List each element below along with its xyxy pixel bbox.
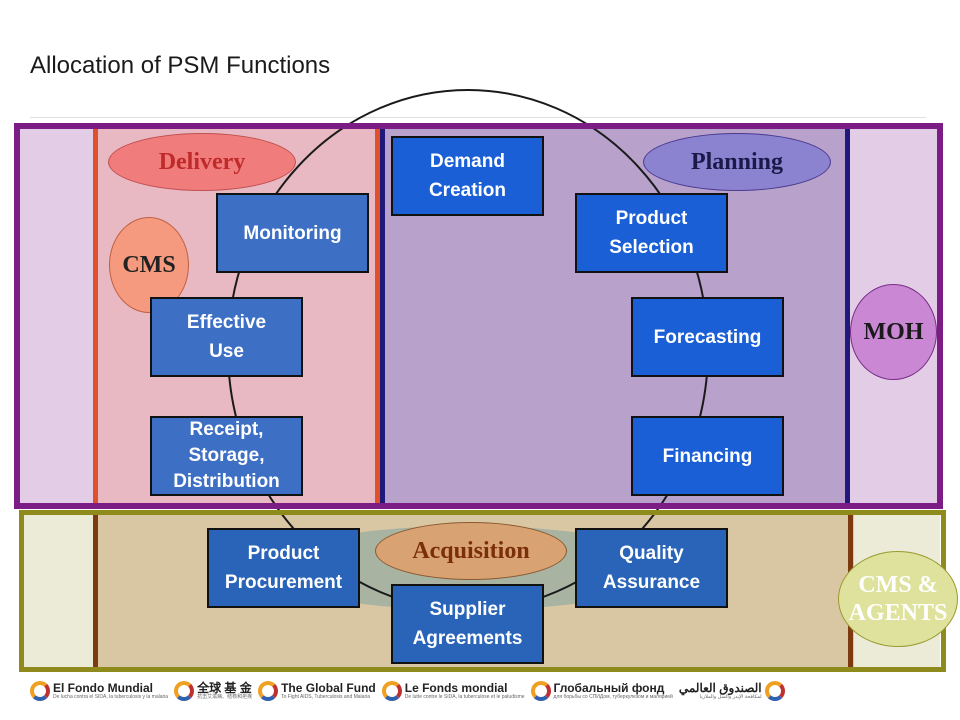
global-fund-mark-icon <box>30 681 50 701</box>
planning-label: Planning <box>643 133 831 191</box>
cms-agents-label: CMS & AGENTS <box>838 551 958 647</box>
quality-assurance-box: Quality Assurance <box>575 528 728 608</box>
logo-name: 全球 基 金 <box>197 680 252 695</box>
delivery-left-divider <box>93 126 98 506</box>
delivery-label: Delivery <box>108 133 296 191</box>
demand-creation-box: Demand Creation <box>391 136 544 216</box>
acquisition-left-divider <box>93 515 98 667</box>
logo-subtitle: De lucha contra el SIDA, la tuberculosis… <box>53 693 169 700</box>
supplier-agreements-box: Supplier Agreements <box>391 584 544 664</box>
logo-chinese: 全球 基 金抗击艾滋病、结核和疟疾 <box>174 677 252 705</box>
global-fund-mark-icon <box>764 681 785 701</box>
moh-label: MOH <box>850 284 937 380</box>
logo-subtitle: 抗击艾滋病、结核和疟疾 <box>197 693 253 700</box>
product-procurement-box: Product Procurement <box>207 528 360 608</box>
global-fund-mark-icon <box>258 681 279 701</box>
logo-name: Глобальный фонд <box>553 680 665 695</box>
product-selection-box: Product Selection <box>575 193 728 273</box>
forecasting-box: Forecasting <box>631 297 784 377</box>
global-fund-mark-icon <box>174 681 195 701</box>
logo-subtitle: لمكافحة الإيدز والسل والملاريا <box>699 693 762 700</box>
logo-subtitle: To Fight AIDS, Tuberculosis and Malaria <box>281 693 371 700</box>
receipt-storage-distribution-box: Receipt, Storage, Distribution <box>150 416 303 496</box>
page-title: Allocation of PSM Functions <box>30 52 331 79</box>
global-fund-mark-icon <box>381 681 402 701</box>
planning-right-divider <box>845 126 850 506</box>
logo-subtitle: De lutte contre le SIDA, la tuberculose … <box>404 693 525 700</box>
logo-name: El Fondo Mundial <box>53 680 153 695</box>
moh-frame <box>14 123 943 509</box>
delivery-right-divider <box>375 126 380 506</box>
logo-name: الصندوق العالمي <box>678 680 762 695</box>
logo-subtitle: для борьбы со СПИДом, туберкулезом и мал… <box>553 693 673 700</box>
effective-use-box: Effective Use <box>150 297 303 377</box>
acquisition-label: Acquisition <box>375 522 567 580</box>
agents-zone-left <box>24 515 96 667</box>
planning-left-divider <box>380 126 385 506</box>
moh-zone-left <box>18 126 96 506</box>
title-divider <box>30 117 926 118</box>
financing-box: Financing <box>631 416 784 496</box>
logo-name: Le Fonds mondial <box>404 680 508 695</box>
monitoring-box: Monitoring <box>216 193 369 273</box>
global-fund-mark-icon <box>530 681 551 701</box>
logo-name: The Global Fund <box>281 680 376 695</box>
